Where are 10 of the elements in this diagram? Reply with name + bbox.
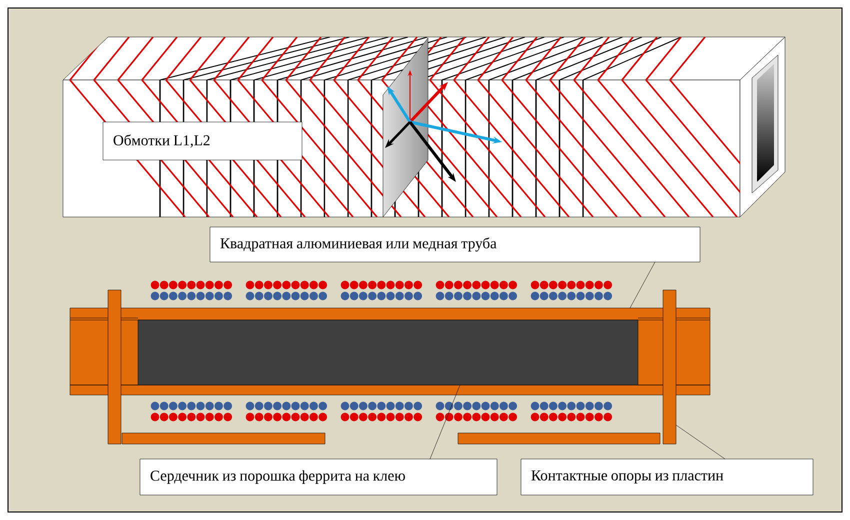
ferrite-core	[138, 320, 638, 386]
leader-line	[430, 384, 460, 460]
label-box: Контактные опоры из пластин	[520, 458, 814, 496]
label-box: Обмотки L1,L2	[102, 122, 302, 160]
leader-line	[676, 424, 726, 460]
label-box: Сердечник из порошка феррита на клею	[140, 458, 498, 496]
leader-line	[630, 262, 656, 308]
support-plate	[108, 290, 122, 444]
support-plate	[662, 290, 676, 444]
label-box: Квадратная алюминиевая или медная труба	[210, 226, 700, 262]
